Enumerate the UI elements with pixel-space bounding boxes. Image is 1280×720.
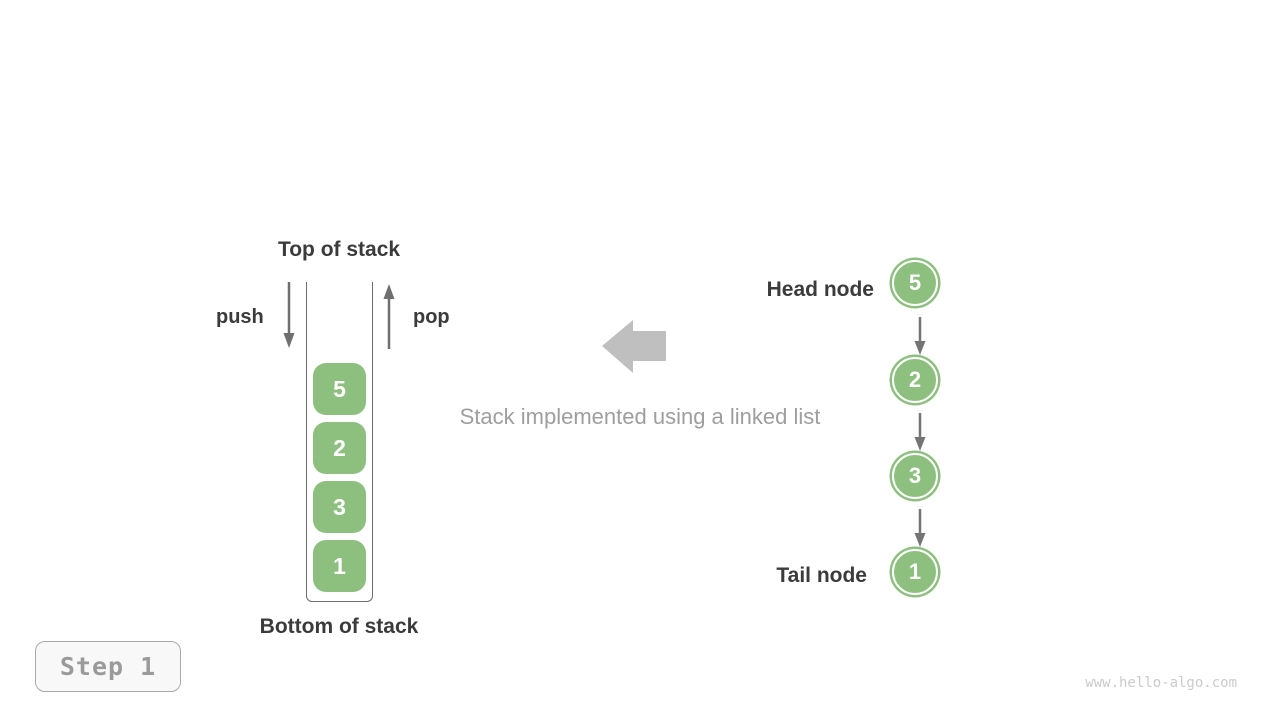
top-of-stack-label: Top of stack xyxy=(277,238,401,261)
diagram-caption: Stack implemented using a linked list xyxy=(459,404,821,429)
step-badge-label: Step 1 xyxy=(59,652,157,681)
step-badge: Step 1 xyxy=(35,641,181,692)
head-node-label: Head node xyxy=(766,278,874,301)
link-arrow xyxy=(914,317,926,355)
watermark: www.hello-algo.com xyxy=(1085,675,1237,691)
push-down-arrow xyxy=(283,282,295,348)
linked-list-node: 5 xyxy=(892,260,938,306)
big-left-arrow-icon xyxy=(602,320,666,373)
linked-list-node: 3 xyxy=(892,453,938,499)
push-label: push xyxy=(216,306,264,328)
stack-item: 5 xyxy=(313,363,366,415)
bottom-of-stack-label: Bottom of stack xyxy=(259,615,419,638)
linked-list-node: 1 xyxy=(892,549,938,595)
stack-item: 1 xyxy=(313,540,366,592)
pop-label: pop xyxy=(413,306,450,328)
link-arrow xyxy=(914,413,926,451)
pop-up-arrow xyxy=(383,284,395,349)
stack-item: 2 xyxy=(313,422,366,474)
stack-item: 3 xyxy=(313,481,366,533)
linked-list-node: 2 xyxy=(892,357,938,403)
tail-node-label: Tail node xyxy=(776,564,867,587)
link-arrow xyxy=(914,509,926,547)
